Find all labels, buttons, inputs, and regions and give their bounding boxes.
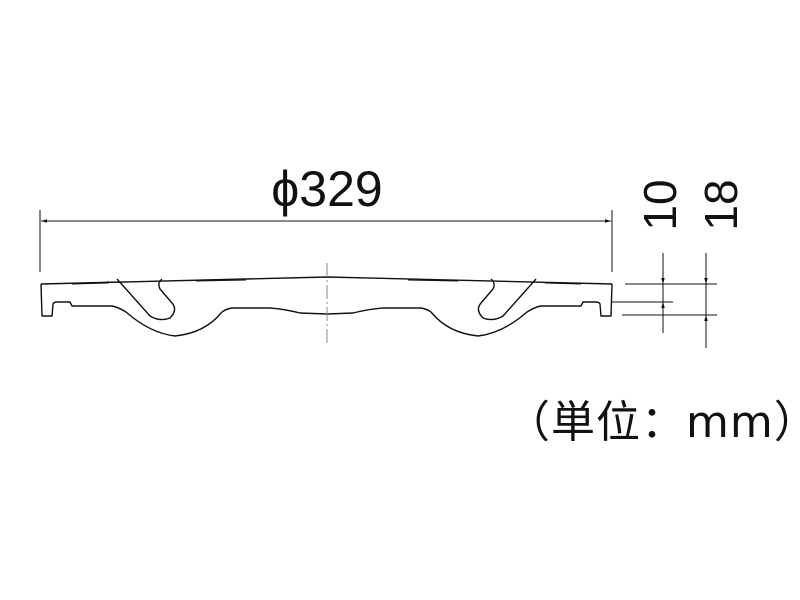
thickness-dimensions (612, 253, 717, 348)
thickness-10-label: 10 (634, 179, 686, 230)
diameter-label: ϕ329 (271, 161, 382, 217)
diameter-dimension: ϕ329 (39, 161, 613, 272)
thickness-18-label: 18 (695, 179, 747, 230)
part-section (40, 276, 613, 337)
unit-note: （単位：mm） (506, 397, 800, 448)
